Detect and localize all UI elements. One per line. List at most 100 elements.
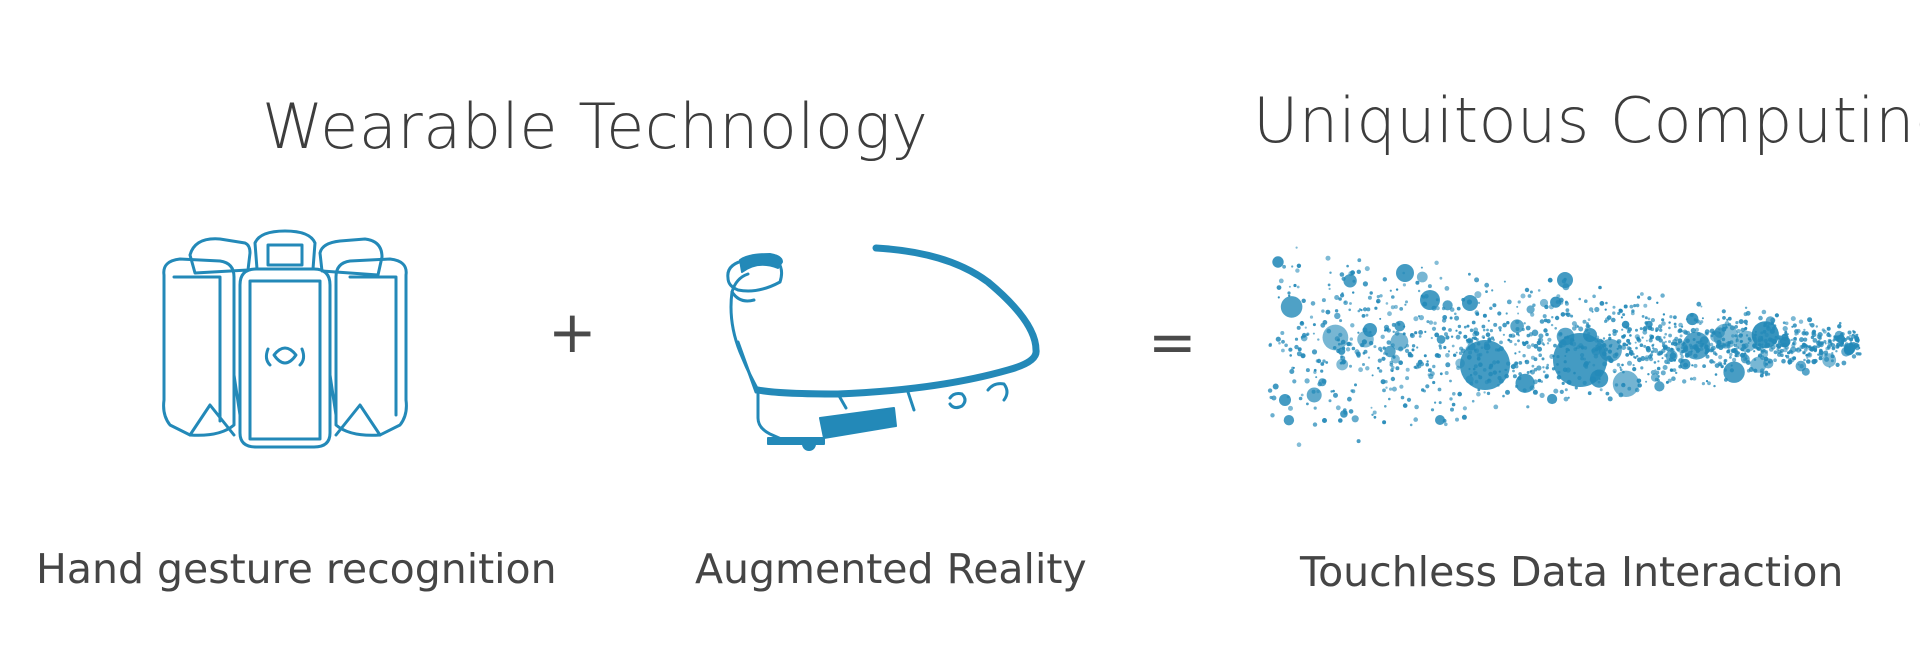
scatter-bubble [1514, 361, 1519, 366]
scatter-bubble [1413, 365, 1417, 369]
scatter-bubble [1709, 342, 1714, 347]
scatter-bubble [1616, 347, 1619, 350]
scatter-bubble [1797, 363, 1800, 366]
scatter-bubble [1291, 265, 1294, 268]
scatter-bubble [1643, 325, 1648, 331]
scatter-bubble [1362, 351, 1366, 355]
scatter-bubble [1537, 378, 1542, 383]
scatter-bubble [1445, 353, 1450, 358]
scatter-bubble [1518, 372, 1522, 376]
scatter-bubble [1547, 337, 1552, 342]
armband-caption: Hand gesture recognition [36, 545, 557, 593]
scatter-bubble [1633, 304, 1637, 308]
scatter-bubble [1796, 328, 1801, 334]
scatter-bubble [1561, 381, 1565, 385]
scatter-bubble [1322, 320, 1328, 325]
scatter-bubble [1449, 397, 1453, 401]
scatter-bubble [1352, 279, 1356, 283]
scatter-bubble [1348, 342, 1353, 347]
scatter-bubble [1267, 388, 1273, 393]
scatter-bubble [1284, 343, 1288, 348]
scatter-bubble [1485, 290, 1488, 293]
scatter-bubble [1628, 351, 1633, 356]
scatter-bubble [1660, 370, 1666, 376]
scatter-bubble [1300, 353, 1306, 359]
scatter-bubble [1556, 294, 1561, 299]
scatter-bubble [1709, 359, 1714, 364]
scatter-bubble [1427, 373, 1431, 377]
scatter-bubble [1320, 369, 1324, 373]
scatter-bubble [1784, 321, 1789, 326]
scatter-bubble [1564, 388, 1568, 392]
scatter-bubble [1711, 345, 1716, 351]
scatter-bubble [1792, 356, 1796, 360]
scatter-bubble [1536, 365, 1542, 371]
scatter-bubble [1729, 356, 1732, 359]
scatter-bubble [1705, 332, 1709, 336]
scatter-bubble [1855, 352, 1858, 355]
scatter-bubble [1675, 341, 1688, 353]
scatter-bubble [1411, 348, 1415, 352]
scatter-bubble [1325, 361, 1329, 364]
scatter-bubble [1532, 303, 1536, 307]
scatter-bubble [1773, 324, 1777, 328]
scatter-bubble [1377, 366, 1380, 370]
scatter-bubble [1673, 358, 1676, 362]
scatter-bubble [1784, 330, 1788, 334]
scatter-bubble [1362, 281, 1368, 287]
scatter-bubble [1391, 322, 1396, 327]
scatter-bubble [1849, 334, 1852, 337]
scatter-bubble [1835, 350, 1838, 353]
scatter-bubble [1667, 378, 1672, 383]
scatter-bubble [1831, 352, 1834, 355]
scatter-bubble [1650, 318, 1655, 323]
scatter-bubble [1736, 346, 1740, 350]
scatter-bubble [1637, 383, 1642, 388]
scatter-bubble [1449, 316, 1453, 320]
scatter-bubble [1432, 364, 1436, 369]
scatter-bubble [1473, 327, 1479, 333]
scatter-bubble [1493, 322, 1498, 327]
scatter-bubble [1606, 315, 1612, 320]
scatter-bubble [1303, 335, 1306, 338]
scatter-bubble [1482, 313, 1487, 318]
scatter-bubble [1545, 366, 1549, 370]
scatter-bubble [1449, 379, 1452, 383]
scatter-bubble [1301, 298, 1306, 303]
scatter-bubble [1805, 344, 1808, 348]
scatter-bubble [1312, 323, 1316, 327]
scatter-bubble [1654, 381, 1665, 392]
scatter-bubble [1622, 313, 1626, 317]
scatter-bubble [1455, 417, 1459, 422]
scatter-bubble [1636, 355, 1639, 358]
scatter-bubble [1539, 319, 1545, 324]
scatter-bubble [1617, 311, 1621, 315]
scatter-bubble [1792, 337, 1797, 342]
scatter-bubble [1606, 355, 1612, 361]
scatter-bubble [1367, 295, 1372, 300]
scatter-bubble [1311, 349, 1318, 355]
scatter-bubble [1806, 359, 1811, 364]
scatter-bubble [1695, 350, 1700, 354]
scatter-bubble [1815, 325, 1818, 328]
scatter-bubble [1357, 309, 1361, 313]
scatter-bubble [1801, 331, 1807, 336]
scatter-bubble [1798, 319, 1804, 324]
scatter-bubble [1663, 336, 1666, 339]
scatter-bubble [1522, 354, 1526, 358]
scatter-bubble [1853, 342, 1859, 348]
scatter-bubble [1433, 321, 1437, 325]
scatter-bubble [1459, 346, 1464, 351]
scatter-bubble [1819, 342, 1824, 348]
scatter-bubble [1455, 351, 1458, 354]
scatter-bubble [1455, 334, 1461, 340]
scatter-bubble-large [1462, 295, 1478, 311]
scatter-bubble [1594, 306, 1600, 313]
scatter-bubble [1647, 317, 1651, 321]
scatter-bubble [1420, 266, 1423, 269]
scatter-bubble [1781, 358, 1786, 364]
scatter-bubble [1395, 288, 1399, 291]
scatter-bubble [1385, 386, 1388, 389]
scatter-bubble [1851, 333, 1854, 336]
scatter-bubble [1787, 351, 1791, 355]
